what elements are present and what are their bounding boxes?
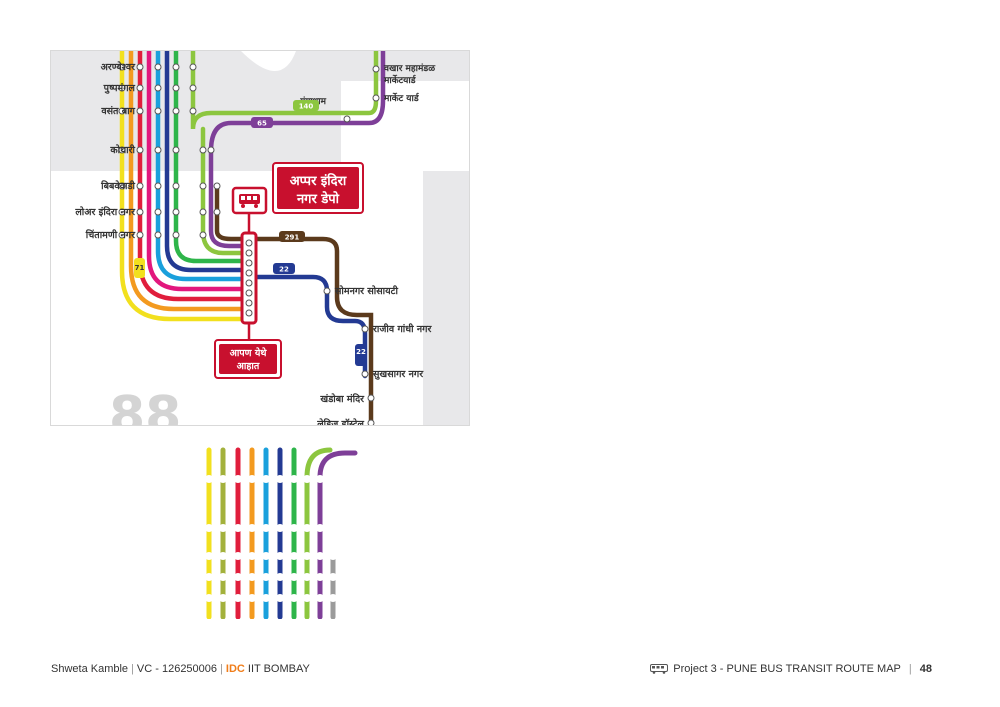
route-number-badge: 71 xyxy=(135,264,145,272)
you-are-here-line1: आपण येथे xyxy=(230,347,268,359)
stop-label: पुष्पमंगल xyxy=(103,82,136,94)
footer-org-accent: IDC xyxy=(225,663,245,675)
stop-label: वसंत बाग xyxy=(100,105,135,117)
route-line-brown xyxy=(214,183,374,425)
depot-label-line2: नगर डेपो xyxy=(296,191,340,207)
map-bg-area-right xyxy=(423,171,469,425)
footer-org: IIT BOMBAY xyxy=(247,663,310,675)
route-number-badge: 65 xyxy=(257,120,267,128)
stop-label: कोथारी xyxy=(109,144,135,156)
route-line-green xyxy=(173,51,252,264)
stop-label: मार्केट यार्ड xyxy=(383,92,420,104)
footer-credits: Shweta Kamble|VC - 126250006|IDC IIT BOM… xyxy=(51,663,310,675)
route-line-purple xyxy=(208,51,386,154)
bus-icon xyxy=(650,664,669,674)
stop-label: वखार महामंडळ xyxy=(383,63,436,74)
route-number-badge: 140 xyxy=(299,103,314,111)
route-line-navy xyxy=(164,51,252,273)
line-color-swatch xyxy=(195,447,360,619)
route-number-badge: 22 xyxy=(279,266,289,274)
route-line-navy-22 xyxy=(246,274,368,379)
stop-label: लोअर इंदिरा नगर xyxy=(74,206,136,218)
footer-project: Project 3 - PUNE BUS TRANSIT ROUTE MAP|4… xyxy=(650,663,932,675)
route-line-yellow xyxy=(119,51,252,322)
route-line-lightgreen xyxy=(190,51,379,130)
route-line-cyan xyxy=(155,51,252,282)
stop-label: राजीव गांधी नगर xyxy=(372,323,432,335)
footer-author: Shweta Kamble xyxy=(51,663,129,675)
route-line-orange xyxy=(128,51,252,312)
depot-label-line1: अप्पर इंदिरा xyxy=(290,173,347,189)
footer-project-title: Project 3 - PUNE BUS TRANSIT ROUTE MAP xyxy=(673,663,901,675)
route-number-badge: 291 xyxy=(285,234,300,242)
stop-label: बिबवेवाडी xyxy=(100,180,135,192)
route-line-magenta xyxy=(146,51,252,292)
route-line-purple-drop xyxy=(208,148,252,249)
stop-label: अरण्येश्वर xyxy=(101,61,136,73)
you-are-here-line2: आहात xyxy=(237,361,260,372)
stop-label: मार्केटयार्ड xyxy=(383,74,417,86)
stop-label: सुखसागर नगर xyxy=(372,369,424,380)
footer-student-id: VC - 126250006 xyxy=(136,663,218,675)
stop-label: सोमनगर सोसायटी xyxy=(334,285,398,297)
stop-label: लेडिज हॉस्टेल xyxy=(316,418,364,426)
stop-label: खंडोबा मंदिर xyxy=(319,393,365,405)
map-bg-curve xyxy=(241,51,296,71)
background-number: 88 xyxy=(109,386,181,426)
route-number-badge: 22 xyxy=(356,348,366,356)
map-bg-area-top xyxy=(341,51,469,81)
route-map: 88 अरण्येश्वर पुष्पमंगल वसंत बाग कोथारी xyxy=(50,50,470,426)
bus-stop-icon xyxy=(231,186,268,215)
page-number: 48 xyxy=(919,663,932,675)
route-line-lightgreen-drop xyxy=(200,126,252,256)
depot-label: अप्पर इंदिरा नगर डेपो xyxy=(272,162,364,214)
stop-label: चिंतामणी नगर xyxy=(85,229,136,241)
you-are-here-label: आपण येथे आहात xyxy=(214,339,282,379)
